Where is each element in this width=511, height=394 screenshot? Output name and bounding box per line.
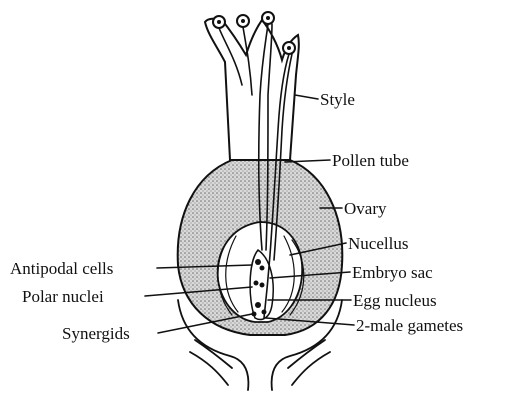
label-antipodal-cells: Antipodal cells	[10, 259, 113, 278]
label-nucellus: Nucellus	[348, 234, 408, 253]
label-polar-nuclei: Polar nuclei	[22, 287, 104, 306]
label-ovary: Ovary	[344, 199, 387, 218]
label-style: Style	[320, 90, 355, 109]
label-male-gametes: 2-male gametes	[356, 316, 463, 335]
label-egg-nucleus: Egg nucleus	[353, 291, 437, 310]
label-embryo-sac: Embryo sac	[352, 263, 433, 282]
label-synergids: Synergids	[62, 324, 130, 343]
label-pollen-tube: Pollen tube	[332, 151, 409, 170]
